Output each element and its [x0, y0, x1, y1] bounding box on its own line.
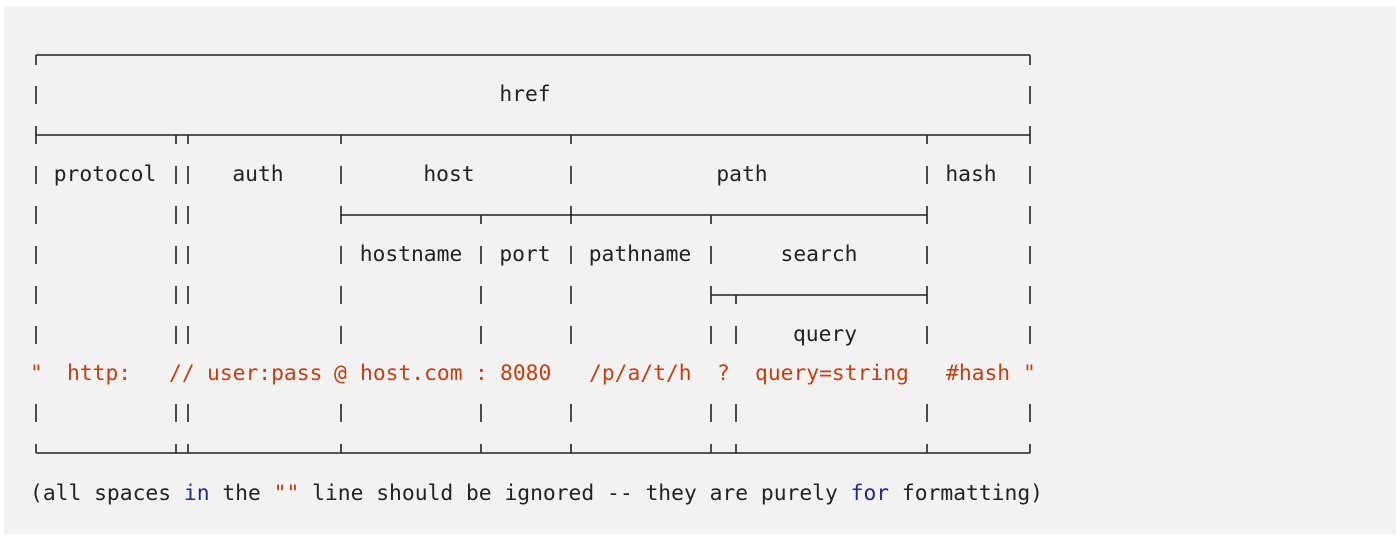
footnote-part-4: formatting)	[889, 481, 1043, 506]
url-question: ?	[717, 361, 730, 386]
url-pathname: /p/a/t/h	[589, 361, 692, 386]
url-hostname: host.com	[360, 361, 463, 386]
footnote: (all spaces in the "" line should be ign…	[30, 481, 1043, 506]
url-auth: user:pass	[207, 361, 322, 386]
label-pathname: pathname	[589, 242, 692, 267]
url-at: @	[334, 361, 347, 386]
label-path: path	[716, 162, 767, 187]
url-colon: :	[475, 361, 488, 386]
footnote-part-1: (all spaces	[30, 481, 184, 506]
url-hash: #hash	[946, 361, 1010, 386]
url-open-quote: "	[30, 361, 43, 386]
label-href: href	[499, 82, 550, 107]
label-protocol: protocol	[54, 162, 157, 187]
url-slashes: //	[169, 361, 195, 386]
footnote-keyword-for: for	[851, 481, 890, 506]
url-example-line: " http: // user:pass @ host.com : 8080 /…	[30, 361, 1036, 386]
url-port: 8080	[500, 361, 551, 386]
url-protocol: http:	[67, 361, 131, 386]
footnote-quotes: ""	[274, 481, 300, 506]
footnote-part-2: the	[210, 481, 274, 506]
label-query: query	[793, 322, 857, 347]
label-hash: hash	[945, 162, 996, 187]
label-search: search	[781, 242, 858, 267]
label-auth: auth	[232, 162, 283, 187]
footnote-keyword-in: in	[184, 481, 210, 506]
code-block: href protocol auth host path hash hostna…	[4, 6, 1396, 534]
url-close-quote: "	[1023, 361, 1036, 386]
label-port: port	[499, 242, 550, 267]
label-hostname: hostname	[360, 242, 463, 267]
box-lines	[35, 54, 1031, 454]
footnote-part-3: line should be ignored -- they are purel…	[299, 481, 850, 506]
label-host: host	[423, 162, 474, 187]
url-anatomy-diagram: href protocol auth host path hash hostna…	[30, 54, 1043, 506]
url-query: query=string	[755, 361, 909, 386]
